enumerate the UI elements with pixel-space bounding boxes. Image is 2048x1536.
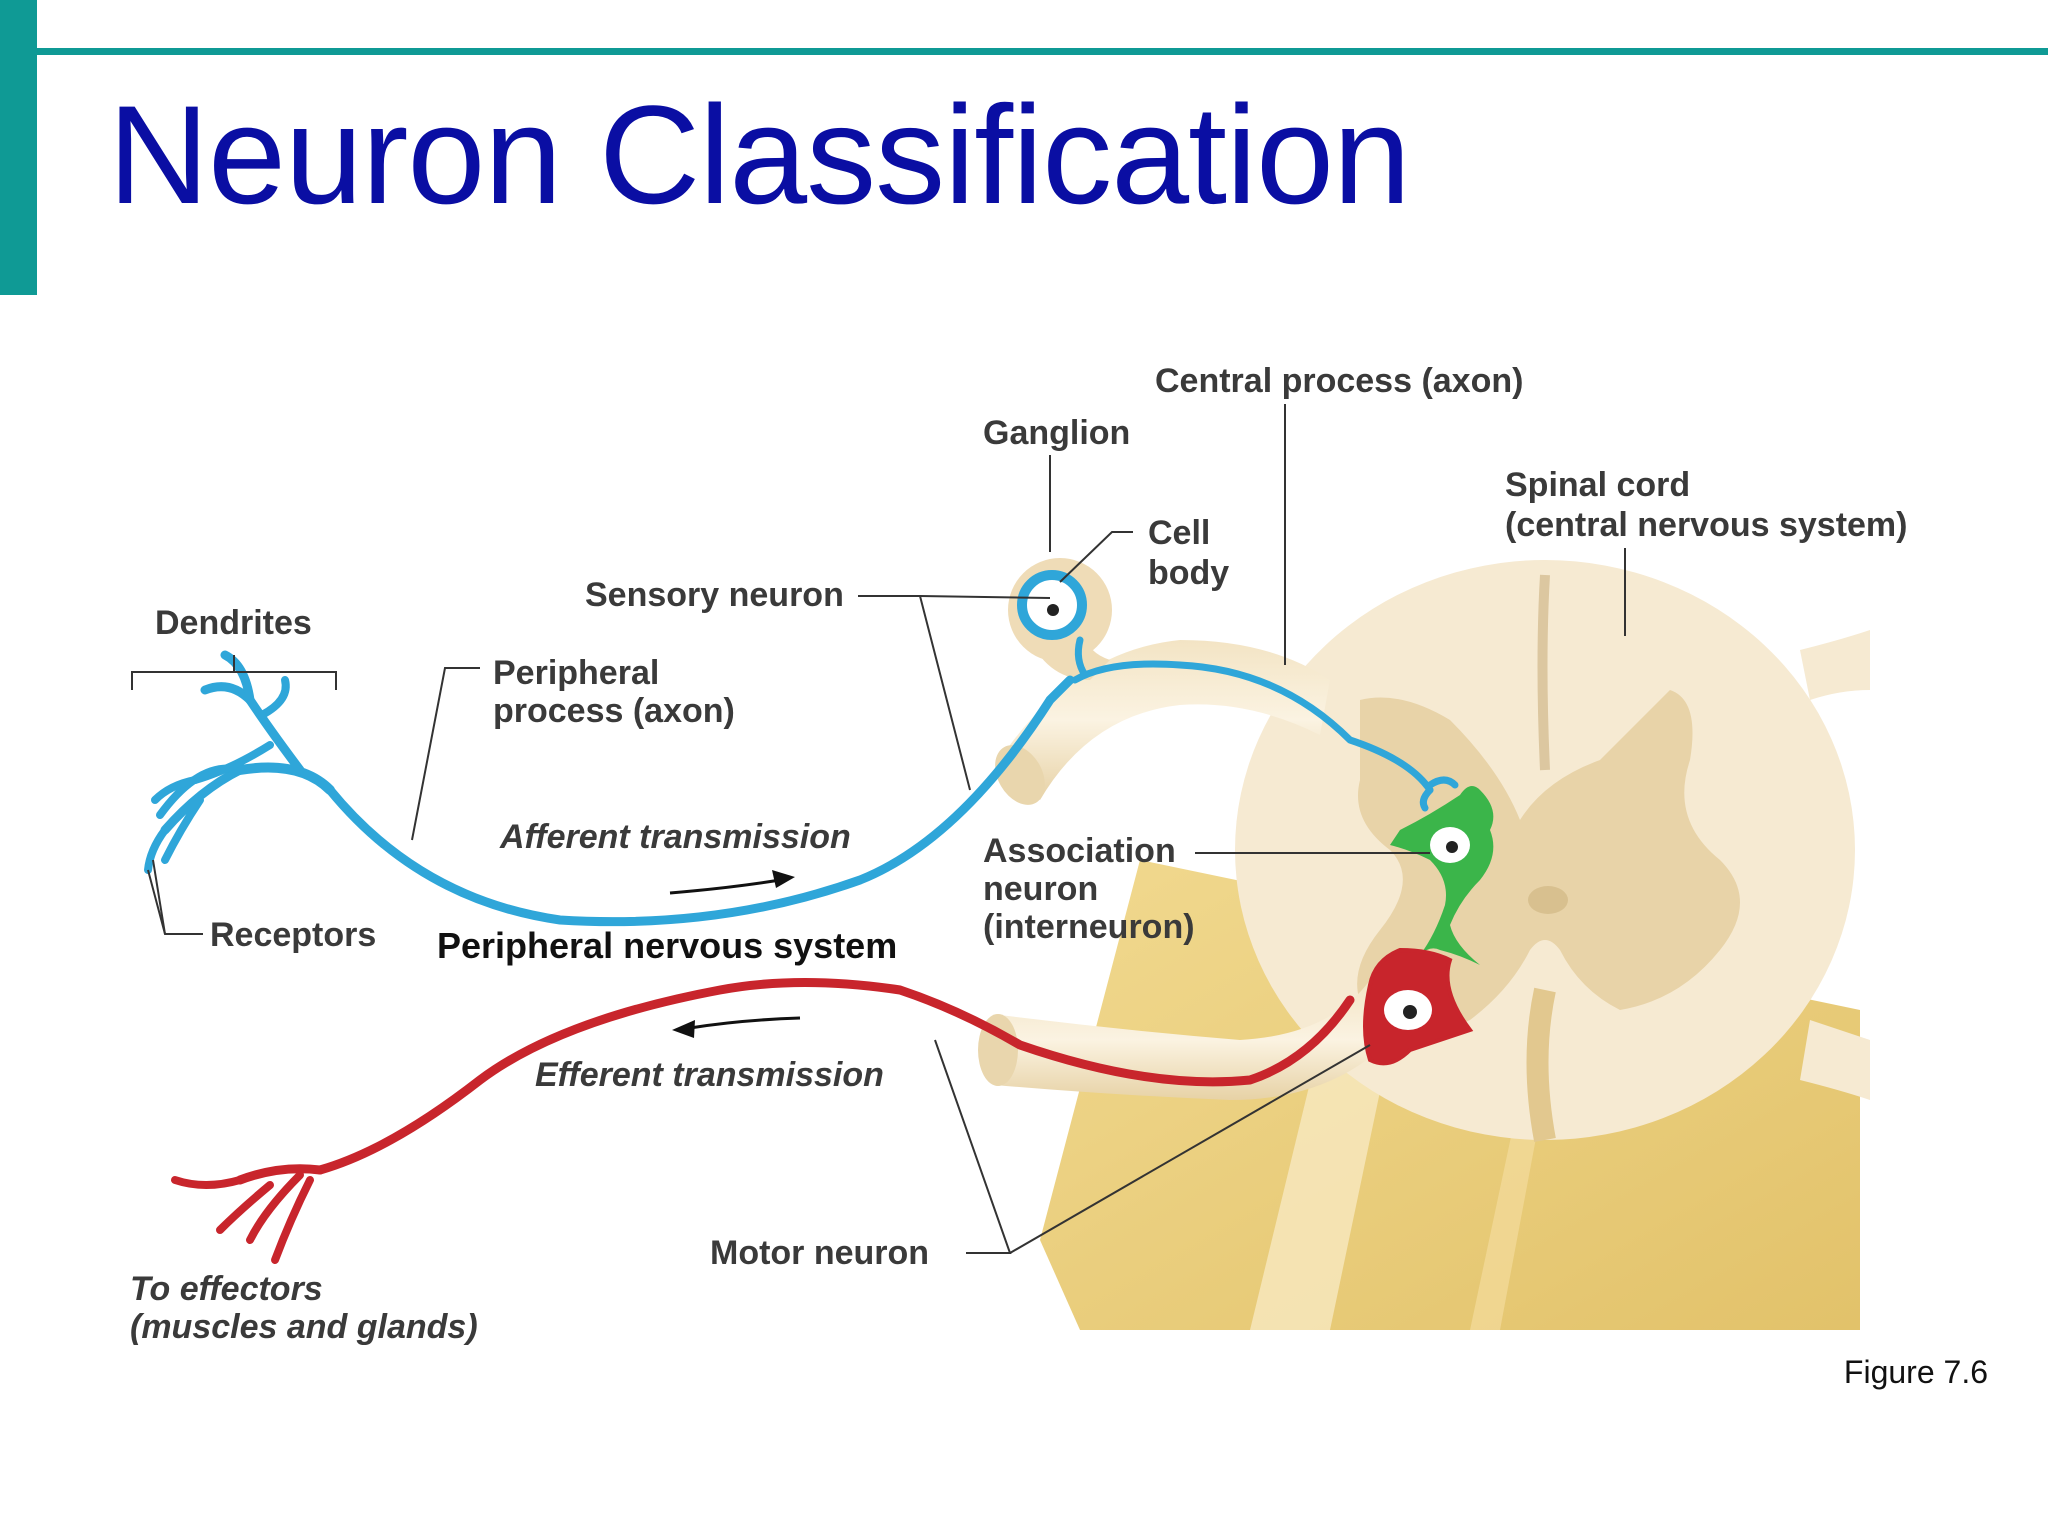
label-peripheral-process-1: Peripheral	[493, 654, 659, 692]
label-dendrites: Dendrites	[155, 604, 312, 642]
label-sensory-neuron: Sensory neuron	[585, 576, 844, 614]
label-to-effectors-1: To effectors	[130, 1270, 323, 1308]
label-ganglion: Ganglion	[983, 414, 1130, 452]
label-spinal-cord-1: Spinal cord	[1505, 466, 1690, 504]
label-cell-body-1: Cell	[1148, 514, 1210, 552]
figure-caption: Figure 7.6	[1843, 1354, 1988, 1390]
label-motor-neuron: Motor neuron	[710, 1234, 929, 1272]
afferent-arrow	[669, 870, 795, 895]
label-to-effectors-2: (muscles and glands)	[130, 1308, 478, 1346]
label-afferent-transmission: Afferent transmission	[499, 818, 851, 856]
label-association-2: neuron	[983, 870, 1098, 908]
label-association-1: Association	[983, 832, 1176, 870]
label-spinal-cord-2: (central nervous system)	[1505, 506, 1908, 544]
label-receptors: Receptors	[210, 916, 376, 954]
label-peripheral-nervous-system: Peripheral nervous system	[437, 925, 897, 966]
label-central-process: Central process (axon)	[1155, 362, 1523, 400]
label-association-3: (interneuron)	[983, 908, 1195, 946]
label-cell-body-2: body	[1148, 554, 1229, 592]
page-title: Neuron Classification	[108, 76, 1411, 233]
leader-lines	[131, 404, 1626, 1254]
label-efferent-transmission: Efferent transmission	[535, 1056, 884, 1094]
central-canal	[1528, 886, 1568, 914]
motor-neuron	[171, 947, 1474, 1264]
sensory-neuron	[144, 570, 1459, 927]
title-rule	[37, 48, 2048, 55]
association-neuron	[1390, 786, 1494, 965]
accent-bar	[0, 0, 37, 295]
label-peripheral-process-2: process (axon)	[493, 692, 735, 730]
efferent-arrow	[672, 1016, 801, 1038]
